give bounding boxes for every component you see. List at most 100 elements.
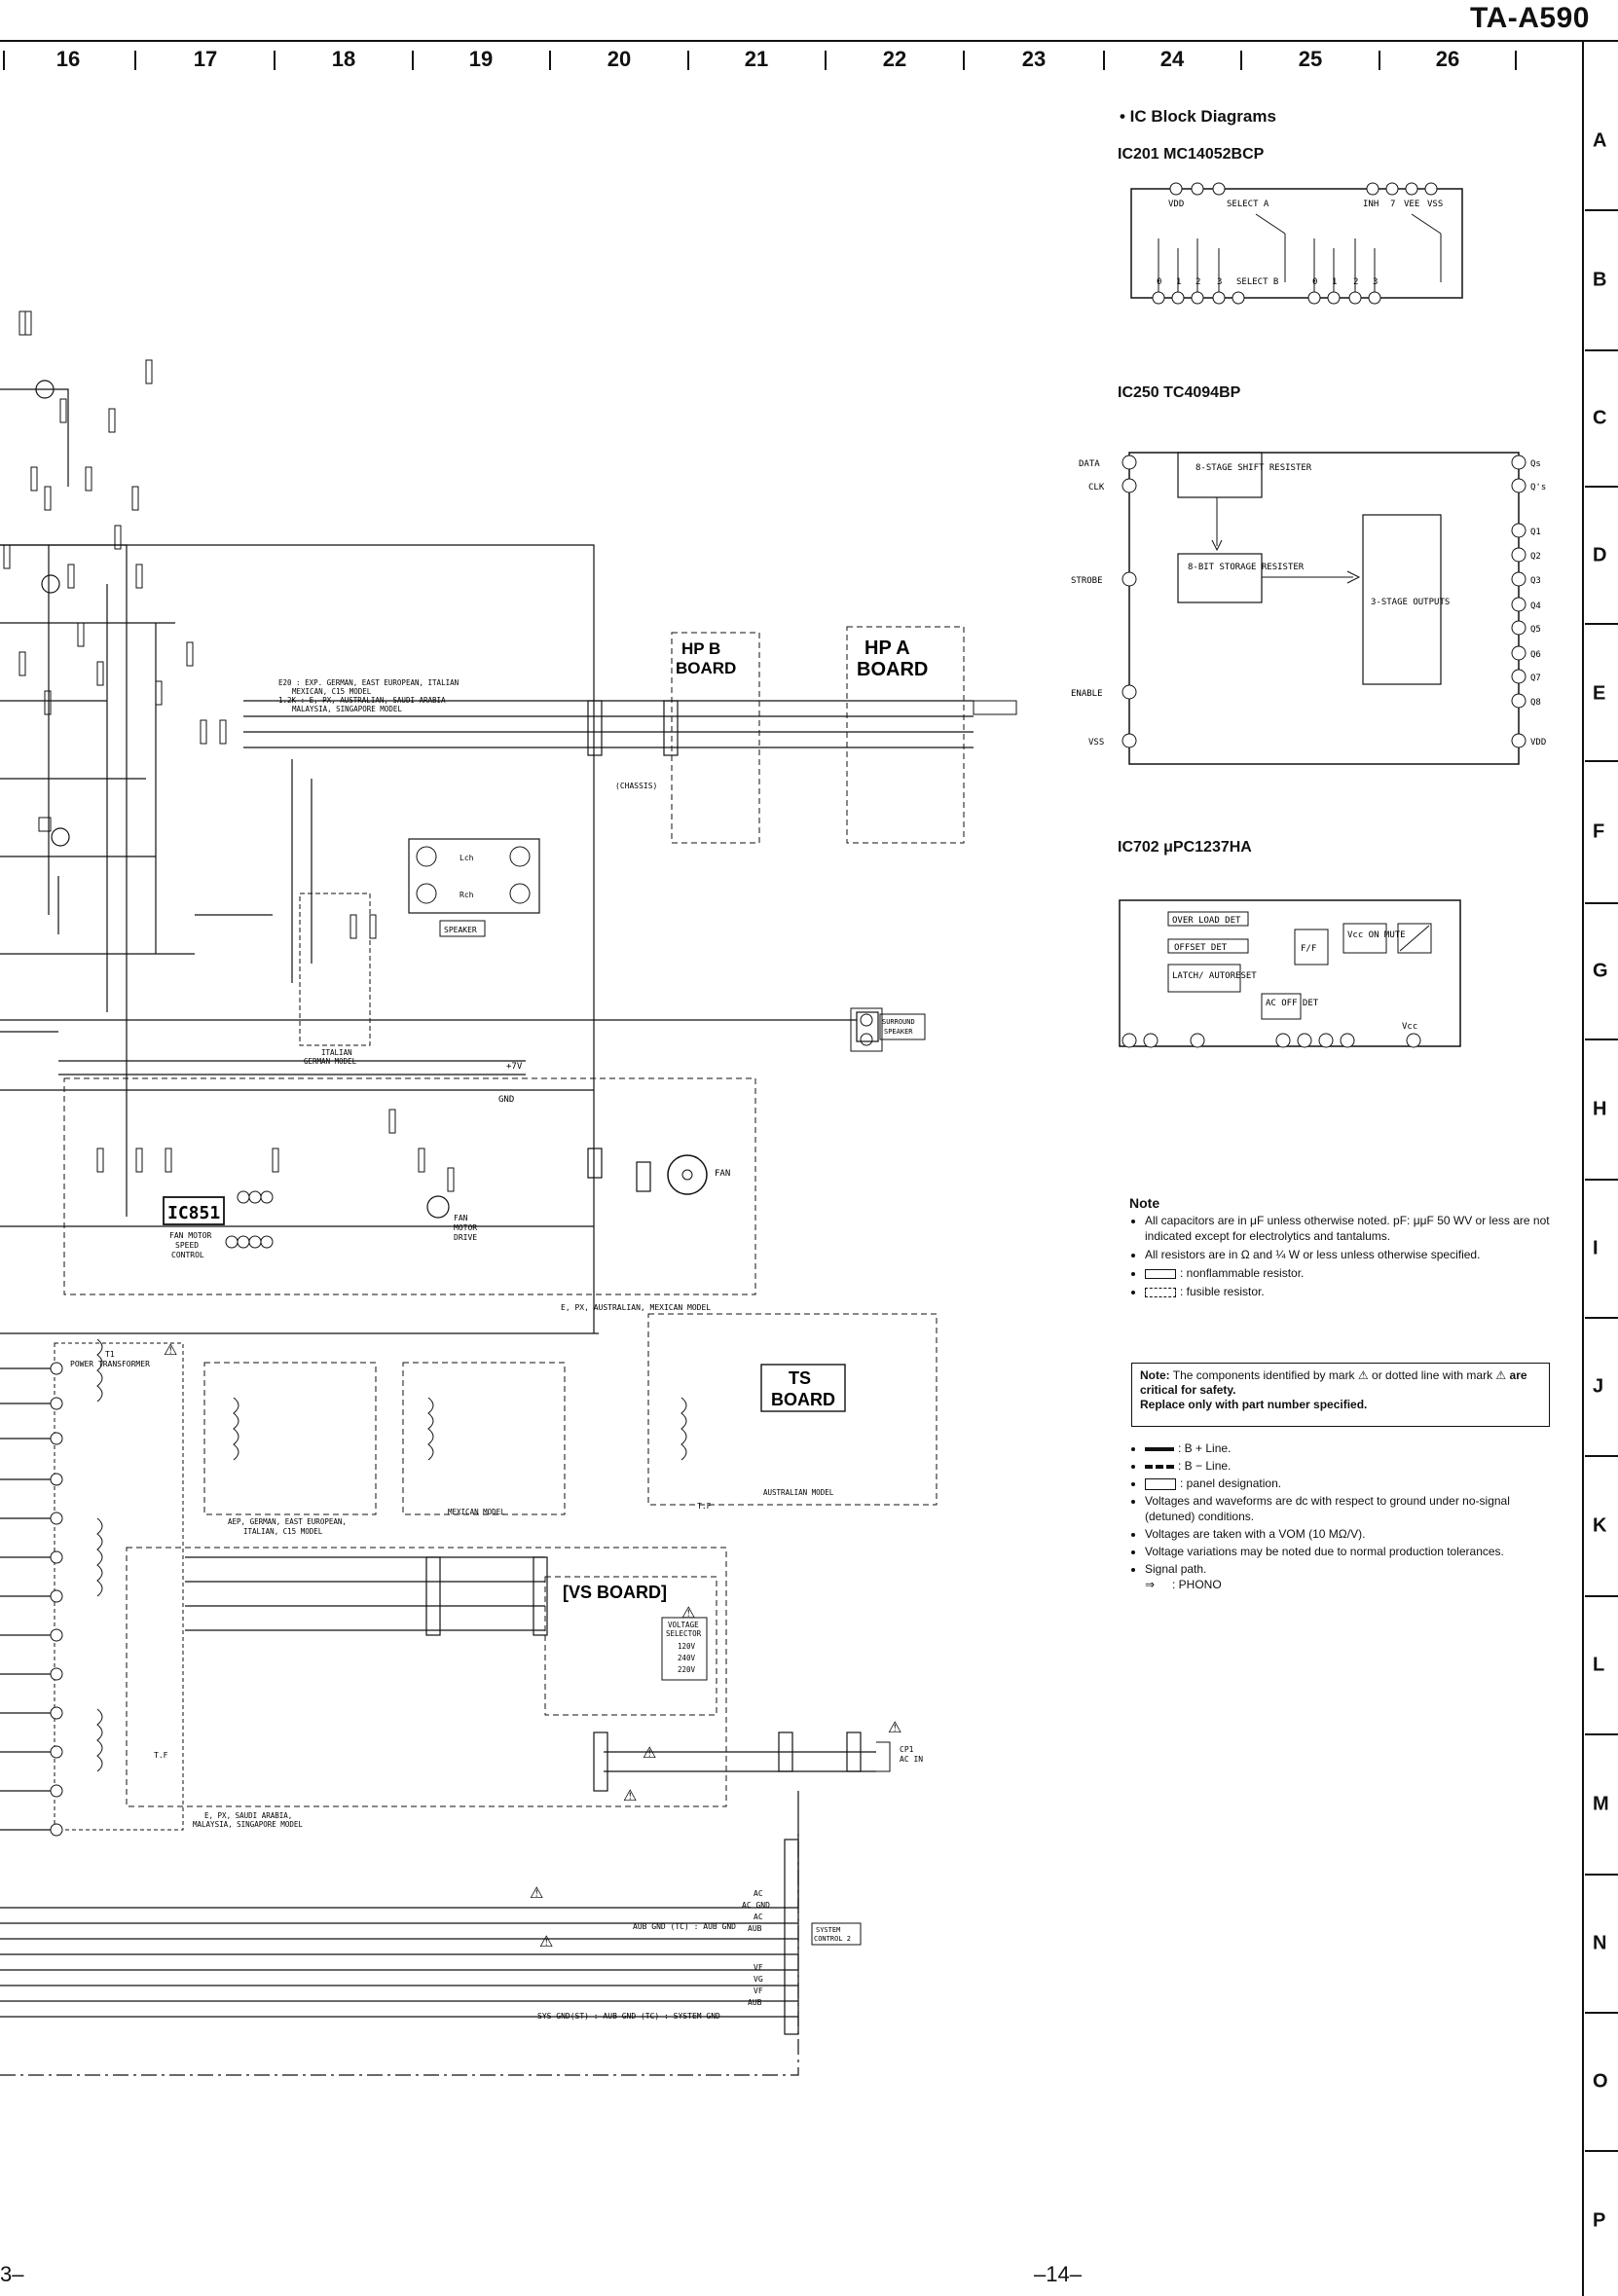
ic851-label: IC851 [167, 1203, 220, 1223]
safety-note-text: or dotted line with mark [1372, 1368, 1493, 1382]
ic702-block-label: OFFSET DET [1174, 943, 1228, 953]
model-note: E, PX, SAUDI ARABIA, [204, 1811, 292, 1820]
ic250-input-label: VSS [1088, 738, 1104, 747]
ts-board-label: TS [789, 1368, 811, 1388]
aub-gnd-label: AUB GND (TC) : AUB GND [633, 1922, 736, 1931]
fan-motor-label: MOTOR [454, 1223, 477, 1232]
model-note: ITALIAN, C15 MODEL [243, 1527, 323, 1536]
ic201-pin-label: 0 [1312, 277, 1317, 287]
ic250-output-label: Q3 [1530, 576, 1541, 586]
note-item: : nonflammable resistor. [1145, 1265, 1558, 1281]
column-label: 18 [331, 47, 356, 71]
t1-label: T1 [105, 1350, 115, 1359]
ic250-output-label: VDD [1530, 738, 1546, 747]
ic250-block-label: 8-BIT STORAGE RESISTER [1188, 563, 1305, 572]
note-item: All capacitors are in μF unless otherwis… [1145, 1213, 1558, 1244]
fusible-resistor-icon [1145, 1287, 1176, 1297]
ic250-input-label: STROBE [1071, 576, 1103, 586]
svg-text:⚠: ⚠ [681, 1605, 695, 1622]
speaker-label: SPEAKER [444, 926, 477, 934]
ic250-output-label: Q7 [1530, 674, 1541, 683]
column-label: 21 [744, 47, 769, 71]
signal-path-arrow-icon: ⇒ [1145, 1578, 1156, 1591]
ic201-pin-label: 2 [1353, 277, 1358, 287]
page-number-left: 3– [0, 2262, 24, 2286]
resistor-note: 1.2K : E, PX, AUSTRALIAN, SAUDI ARABIA [278, 696, 446, 705]
model-note: MALAYSIA, SINGAPORE MODEL [193, 1820, 303, 1829]
model-number: TA-A590 [1470, 2, 1590, 34]
ic250-block-label: 8-STAGE SHIFT RESISTER [1195, 463, 1312, 473]
resistor-note: MEXICAN, C15 MODEL [292, 687, 372, 696]
ic201-pin-label: INH [1363, 200, 1379, 209]
panel-designation-icon [1145, 1477, 1176, 1490]
ic250-output-label: Q6 [1530, 650, 1541, 660]
system-control-label: CONTROL 2 [814, 1935, 851, 1943]
legend-item: Signal path. ⇒: PHONO [1145, 1561, 1558, 1592]
column-label: 16 [55, 47, 81, 71]
safety-note-box: Note: The components identified by mark … [1131, 1363, 1550, 1427]
row-label: F [1593, 820, 1605, 843]
row-label: D [1593, 544, 1607, 566]
b-plus-line-icon [1145, 1446, 1174, 1451]
nonflammable-resistor-icon [1145, 1268, 1176, 1279]
ic702-title: IC702 μPC1237HA [1118, 839, 1252, 856]
connector-label: AC [754, 1913, 763, 1921]
model-note: E, PX, AUSTRALIAN, MEXICAN MODEL [561, 1303, 711, 1312]
italian-model-label: ITALIAN [321, 1048, 352, 1057]
tf-label: T.F [154, 1751, 168, 1760]
row-label: B [1593, 269, 1607, 291]
ic201-pin-label: 2 [1195, 277, 1200, 287]
resistor-note: E20 : EXP. GERMAN, EAST EUROPEAN, ITALIA… [278, 678, 459, 687]
fan-label: FAN [715, 1169, 730, 1179]
ic250-output-label: Q8 [1530, 698, 1541, 708]
ic201-pin-label: 3 [1217, 277, 1222, 287]
row-label: I [1593, 1237, 1599, 1259]
ic201-pin-label: SELECT B [1236, 277, 1278, 287]
model-note: AEP, GERMAN, EAST EUROPEAN, [228, 1517, 347, 1526]
ic250-diagram: 8-STAGE SHIFT RESISTER 8-BIT STORAGE RES… [1071, 452, 1546, 765]
voltage-selector-option: 240V [678, 1654, 696, 1662]
row-label: L [1593, 1654, 1605, 1676]
ic250-output-label: Q1 [1530, 528, 1541, 537]
italian-model-label: GERMAN MODEL [304, 1057, 357, 1066]
column-label: 19 [468, 47, 494, 71]
ic-block-diagrams-title: • IC Block Diagrams [1120, 107, 1276, 126]
ic201-pin-label: VDD [1168, 200, 1184, 209]
note-item: : fusible resistor. [1145, 1284, 1558, 1299]
row-ticks [1585, 209, 1618, 2152]
column-ticks [3, 51, 1517, 70]
ic702-block-label: Vcc ON MUTE [1347, 930, 1406, 940]
ic201-title: IC201 MC14052BCP [1118, 146, 1265, 163]
legend-item: : B + Line. [1145, 1440, 1558, 1456]
hp-a-board-label: HP A [864, 638, 910, 659]
safety-note-text: The components identified by mark [1172, 1368, 1355, 1382]
surround-speaker-label: SURROUND [882, 1018, 915, 1026]
column-label: 25 [1298, 47, 1323, 71]
row-label: E [1593, 682, 1606, 705]
svg-text:⚠: ⚠ [888, 1720, 901, 1736]
row-label: G [1593, 960, 1608, 982]
row-label: C [1593, 407, 1607, 429]
hp-a-board-label: BOARD [857, 659, 928, 680]
schematic-drawing: IC851 FAN MOTOR SPEED CONTROL FAN FAN MO… [0, 310, 1017, 2076]
ts-board-label: BOARD [771, 1390, 835, 1409]
row-label: P [1593, 2209, 1606, 2232]
ic201-pin-label: 1 [1176, 277, 1181, 287]
ic702-block-label: F/F [1301, 944, 1316, 954]
ic250-title: IC250 TC4094BP [1118, 384, 1241, 401]
voltage-selector-option: 120V [678, 1642, 696, 1651]
safety-note-text: are critical for safety. [1140, 1368, 1527, 1397]
warning-triangle-icon: ⚠ [1357, 1368, 1369, 1382]
connector-label: AUB [748, 1998, 762, 2007]
svg-text:⚠: ⚠ [164, 1342, 177, 1359]
plus7v-label: +7V [506, 1062, 523, 1072]
speaker-lch-label: Lch [460, 854, 474, 862]
ic201-pin-label: 0 [1157, 277, 1161, 287]
hp-b-board-label: BOARD [676, 659, 736, 677]
column-label: 17 [193, 47, 218, 71]
voltage-selector-option: 220V [678, 1665, 696, 1674]
column-label: 26 [1435, 47, 1460, 71]
column-label: 24 [1159, 47, 1185, 71]
legend-item: Voltage variations may be noted due to n… [1145, 1544, 1558, 1559]
